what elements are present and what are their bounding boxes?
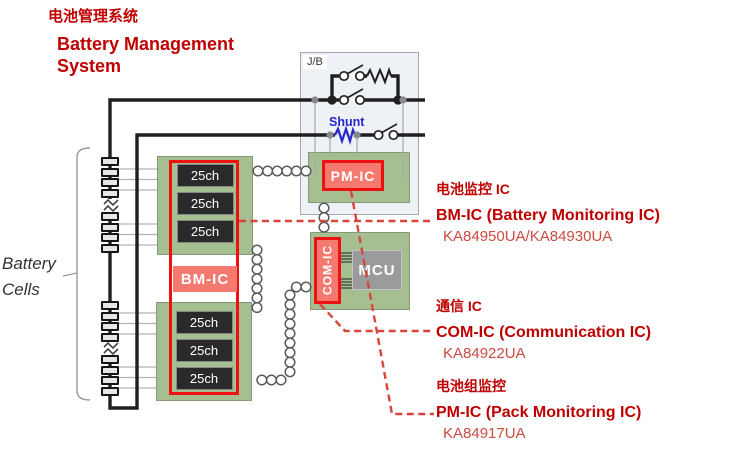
bm-ic-annotation-heading: 电池监控 IC [436, 181, 510, 197]
battery-cell [101, 386, 119, 396]
battery-cell [101, 233, 119, 242]
battery-cell [101, 355, 119, 364]
bm-ic-annotation-name: BM-IC (Battery Monitoring IC) [436, 207, 660, 224]
battery-cell [101, 167, 119, 177]
cell-tap-lines [119, 168, 157, 389]
battery-cell [101, 157, 119, 166]
battery-cell [101, 376, 119, 385]
battery-cells-label: Battery Cells [2, 254, 56, 299]
com-ic-annotation-part: KA84922UA [443, 345, 526, 362]
battery-cell [101, 188, 119, 198]
battery-cell [101, 222, 119, 232]
battery-cell [101, 243, 119, 253]
com-ic-annotation-heading: 通信 IC [436, 298, 482, 314]
battery-cell-stack [101, 355, 120, 396]
battery-cell [101, 365, 119, 375]
pm-ic-chip: PM-IC [322, 160, 384, 191]
battery-cell-stack [101, 157, 120, 198]
bm-ic-annotation: 电池监控 IC BM-IC (Battery Monitoring IC) KA… [436, 179, 736, 245]
pm-ic-annotation-part: KA84917UA [443, 425, 526, 442]
battery-cell-stack [101, 301, 120, 342]
shunt-label: Shunt [329, 115, 365, 129]
com-ic-chip: COM-IC [314, 237, 341, 304]
com-ic-annotation: 通信 IC COM-IC (Communication IC) KA84922U… [436, 296, 736, 362]
bm-ic-annotation-part: KA84950UA/KA84930UA [443, 228, 613, 245]
mcu-chip: MCU [352, 250, 402, 290]
battery-cell [101, 332, 119, 342]
battery-cell [101, 311, 119, 321]
junction-box-label: J/B [303, 55, 327, 69]
pm-ic-annotation-heading: 电池组监控 [436, 378, 506, 394]
battery-cell [101, 301, 119, 310]
com-ic-annotation-name: COM-IC (Communication IC) [436, 324, 652, 341]
bm-ic-chip: BM-IC [173, 266, 237, 292]
battery-cell-stack [101, 212, 120, 253]
pm-ic-annotation: 电池组监控 PM-IC (Pack Monitoring IC) KA84917… [436, 376, 736, 442]
battery-cell [101, 322, 119, 331]
battery-cell [101, 178, 119, 187]
page-title-english: Battery Management System [57, 34, 235, 76]
page-title-chinese: 电池管理系统 [48, 8, 139, 25]
pm-ic-annotation-name: PM-IC (Pack Monitoring IC) [436, 404, 642, 421]
battery-cell [101, 212, 119, 221]
